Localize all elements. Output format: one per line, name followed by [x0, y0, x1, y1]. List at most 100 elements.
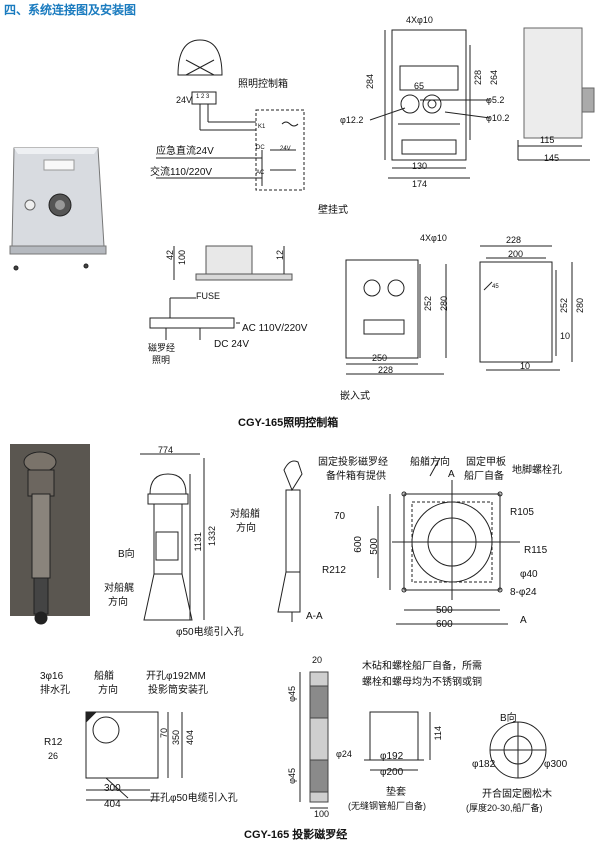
wall-dim-145: 145 — [544, 153, 560, 163]
emb-dim-252b: 252 — [559, 298, 569, 314]
emb-compass-lamp: 磁罗经 — [148, 343, 176, 353]
base-dim-600: 600 — [436, 619, 453, 630]
emb-dim-280b: 280 — [575, 298, 585, 314]
drain-plan — [85, 711, 183, 801]
emb-dim-45: 45 — [492, 284, 499, 290]
sleeve-dim-192: φ192 — [380, 751, 404, 762]
emb-holes: 4Xφ10 — [420, 233, 447, 243]
bin-dim-774: 774 — [158, 445, 174, 455]
drain-direction: 方向 — [98, 685, 118, 696]
base-deck: 固定甲板 — [466, 457, 506, 468]
wall-mount-side — [517, 27, 595, 161]
sleeve-dim-300: φ300 — [544, 759, 568, 770]
wiring-emergency-dc: 应急直流24V — [156, 146, 214, 157]
base-note1: 固定投影磁罗经 — [318, 457, 388, 468]
sleeve-dim-24: φ24 — [336, 749, 352, 759]
lighting-box-caption: CGY-165照明控制箱 — [238, 417, 339, 429]
binnacle-side — [277, 460, 303, 622]
base-yard: 船厂自备 — [464, 471, 504, 482]
drain-bow: 船艏 — [94, 671, 114, 682]
emb-dc-label: DC 24V — [214, 339, 250, 350]
bin-to-bow: 对船艏 — [230, 509, 260, 520]
pad-cylinder — [364, 711, 431, 771]
sleeve-wood-note: (厚度20-30,船厂备) — [466, 803, 543, 813]
emb-dim-252: 252 — [423, 296, 433, 312]
wall-dim-284: 284 — [365, 74, 375, 90]
sleeve-b-dir: B向 — [500, 713, 517, 724]
sleeve-wood-ring: 开合固定圈松木 — [482, 789, 552, 800]
wall-mount-front — [369, 29, 491, 179]
emb-dim-280: 280 — [439, 296, 449, 312]
wall-dim-102: φ10.2 — [486, 113, 510, 123]
drain-dim-26: 26 — [48, 751, 59, 761]
wall-dim-174: 174 — [412, 179, 428, 189]
lighting-box-photo — [9, 147, 107, 271]
emb-dim-12: 12 — [275, 250, 285, 261]
drain-holes: 3φ16 — [40, 671, 64, 682]
emb-dim-10a: 10 — [560, 331, 571, 341]
base-dim-40: φ40 — [520, 569, 538, 580]
drain-dim-r12: R12 — [44, 737, 63, 748]
base-letter-a1: A — [448, 469, 455, 480]
sleeve-pad: 垫套 — [386, 787, 406, 798]
base-anchor: 地脚螺栓孔 — [512, 465, 562, 476]
base-dim-r212: R212 — [322, 565, 346, 576]
wiring-terminal-ac: AC — [256, 170, 265, 176]
wiring-terminal-dc: DC — [256, 145, 265, 151]
base-dim-500: 500 — [436, 605, 453, 616]
embedded-front — [345, 259, 447, 375]
base-plan — [377, 457, 520, 625]
wall-dim-264: 264 — [489, 70, 499, 86]
embedded-side — [173, 245, 293, 281]
bin-direction2: 方向 — [108, 597, 128, 608]
base-bow-dir: 船艏方向 — [410, 457, 450, 468]
base-note2: 备件箱有提供 — [326, 471, 386, 482]
wall-dim-122: φ12.2 — [340, 115, 364, 125]
sleeve-note1: 木砧和螺栓船厂自备，所需 — [362, 661, 482, 672]
sleeve-dim-114: 114 — [433, 726, 443, 741]
bin-b-dir: B向 — [118, 549, 135, 560]
compass-caption: CGY-165 投影磁罗经 — [244, 829, 348, 841]
bin-to-bow2: 对船艉 — [104, 583, 134, 594]
wall-dim-52: φ5.2 — [486, 95, 505, 105]
wiring-lamp-voltage: 24V — [176, 95, 193, 105]
sleeve-note2: 螺栓和螺母均为不锈钢或铜 — [362, 677, 482, 688]
base-letter-a2: A — [520, 615, 527, 626]
wall-mount-caption: 壁挂式 — [318, 205, 348, 216]
emb-dim-228: 228 — [378, 365, 394, 375]
emb-dim-42: 42 — [165, 250, 175, 261]
emb-lighting: 照明 — [152, 355, 171, 365]
emb-dim-100: 100 — [177, 250, 187, 266]
base-dim-r115: R115 — [524, 545, 548, 556]
sleeve-dim-100: 100 — [314, 809, 330, 819]
drain-dim-70: 70 — [159, 728, 169, 739]
embedded-wiring — [149, 297, 240, 340]
bin-section: A-A — [306, 611, 323, 622]
embedded-caption: 嵌入式 — [340, 391, 370, 402]
bin-dim-1131: 1131 — [193, 532, 203, 552]
wall-holes: 4Xφ10 — [406, 15, 433, 25]
b-view-ring — [489, 721, 547, 779]
sleeve-dim-200: φ200 — [380, 767, 404, 778]
wiring-terminals: 1 2 3 — [196, 94, 210, 100]
emb-dim-228b: 228 — [506, 235, 522, 245]
emb-dim-200: 200 — [508, 249, 524, 259]
binnacle-front — [140, 453, 205, 621]
section-title: 四、系统连接图及安装图 — [4, 3, 137, 17]
emb-ac-label: AC 110V/220V — [242, 323, 308, 334]
base-dim-70: 70 — [334, 511, 346, 522]
bin-dim-1332: 1332 — [207, 526, 217, 547]
drain-dim-350: 350 — [171, 730, 181, 746]
drain-dim-404v: 404 — [185, 730, 195, 746]
base-dim-holes: 8-φ24 — [510, 587, 537, 598]
base-dim-500v: 500 — [369, 538, 380, 555]
bin-direction: 方向 — [236, 523, 256, 534]
drain-label: 排水孔 — [40, 685, 70, 696]
drain-dim-300: 300 — [104, 783, 121, 794]
sleeve-pad-note: (无缝钢管船厂自备) — [348, 801, 426, 811]
drain-dim-404: 404 — [104, 799, 121, 810]
wiring-ac-supply: 交流110/220V — [150, 167, 213, 178]
embedded-cutout — [479, 245, 573, 371]
